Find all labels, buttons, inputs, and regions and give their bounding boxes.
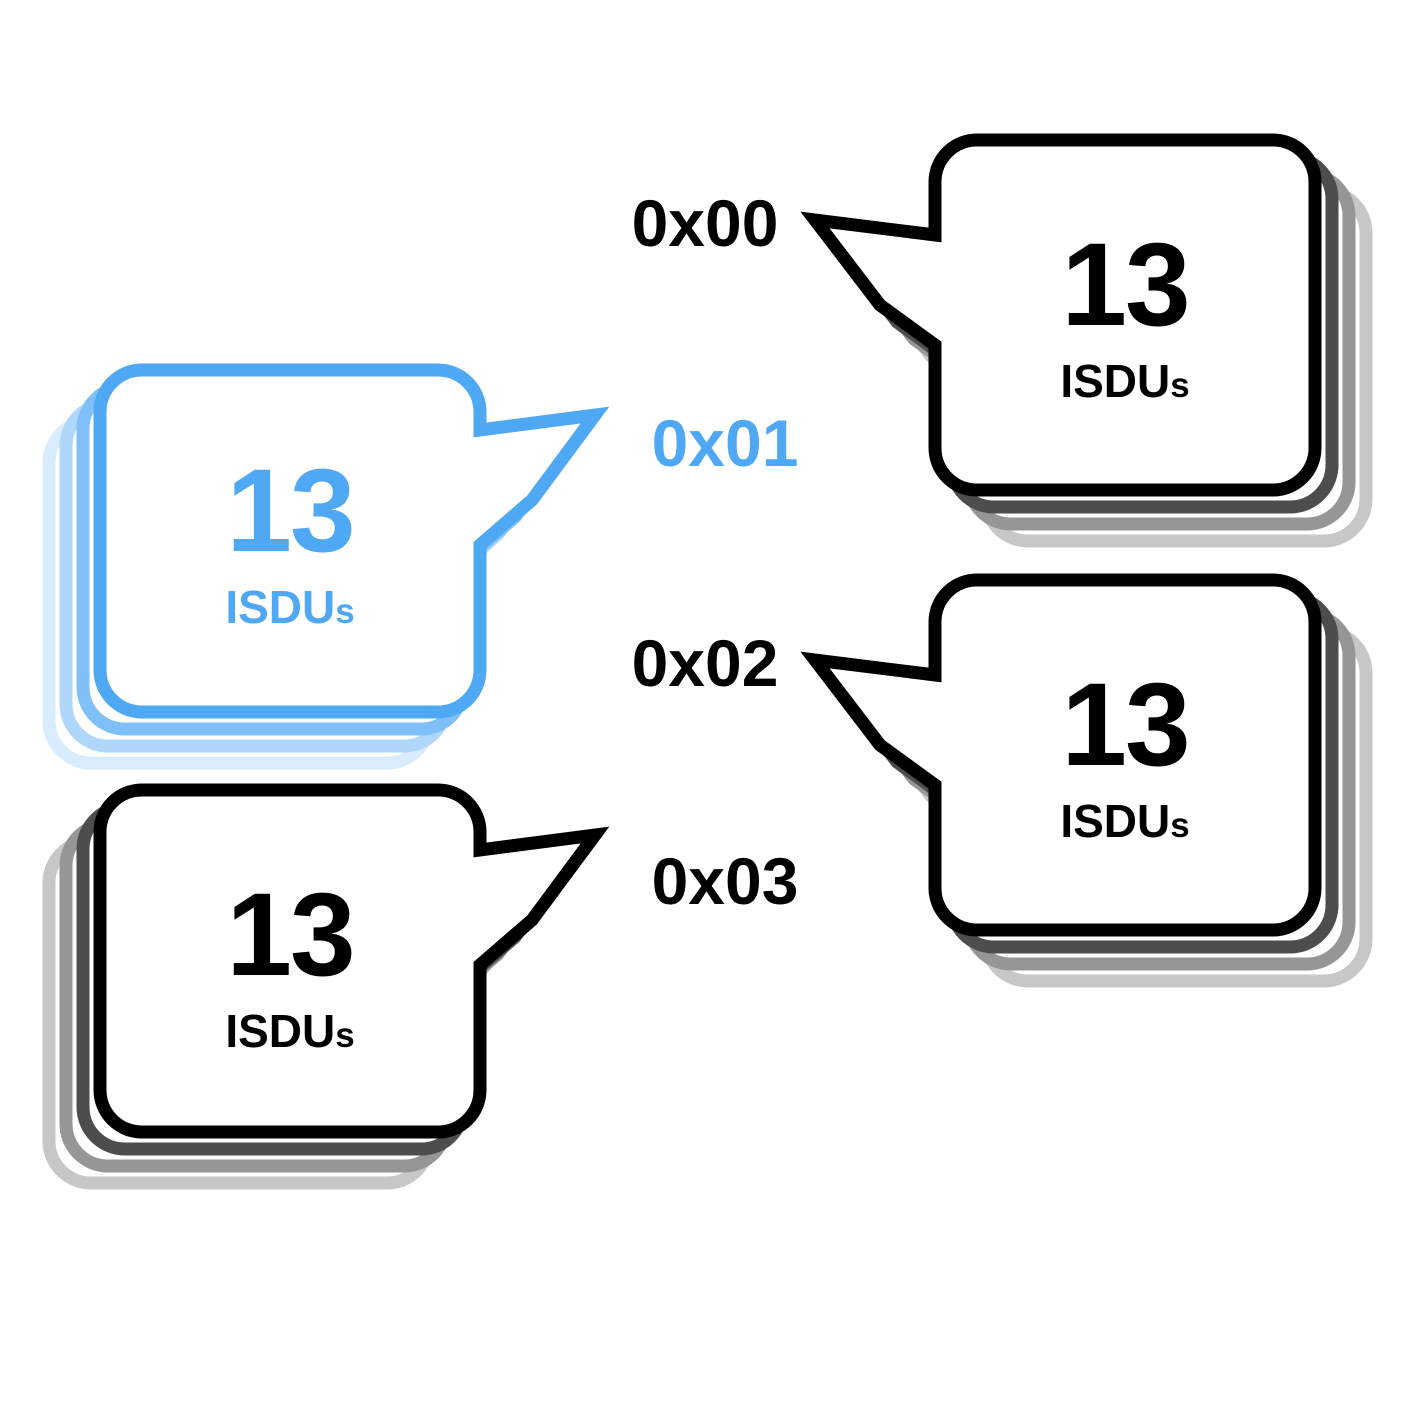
bubble-stack-0x00 (815, 140, 1366, 541)
bubble-stack-0x03 (49, 790, 595, 1183)
bubble-shape (815, 140, 1315, 490)
bubble-shape (815, 580, 1315, 930)
bubble-stack-0x02 (815, 580, 1366, 981)
bubble-stack-0x01 (49, 370, 595, 763)
bubble-shape (100, 370, 595, 712)
bubble-shape (100, 790, 595, 1132)
